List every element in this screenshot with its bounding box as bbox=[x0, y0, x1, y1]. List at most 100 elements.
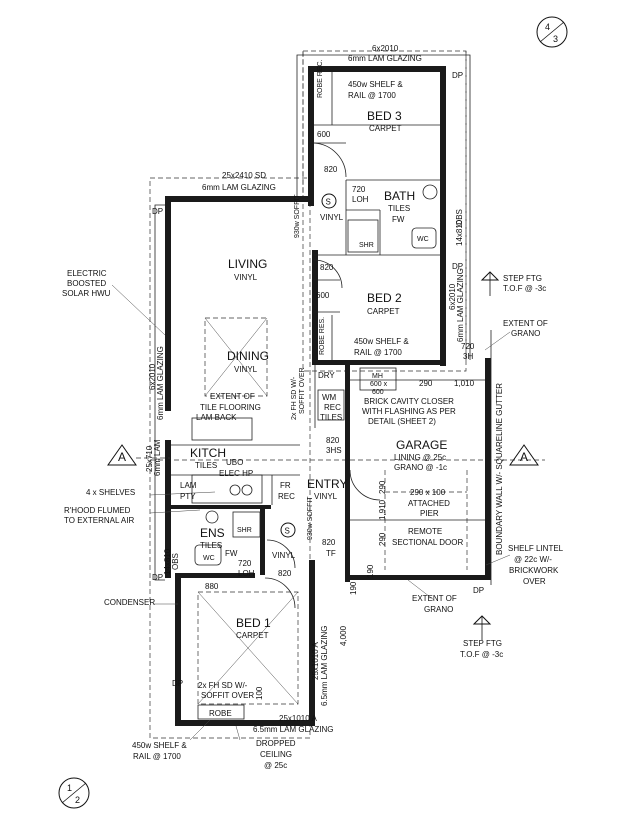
svg-text:OBS: OBS bbox=[455, 209, 464, 226]
svg-text:REC: REC bbox=[324, 403, 341, 412]
svg-text:R'HOOD FLUMED: R'HOOD FLUMED bbox=[64, 506, 131, 515]
bath-wc: WC bbox=[417, 236, 429, 243]
svg-text:3HS: 3HS bbox=[326, 446, 342, 455]
svg-text:FR: FR bbox=[280, 481, 291, 490]
svg-text:PTY: PTY bbox=[180, 492, 196, 501]
svg-text:1,910: 1,910 bbox=[378, 499, 387, 520]
svg-text:4 x SHELVES: 4 x SHELVES bbox=[86, 488, 135, 497]
sheet-ref-bottom: 1 2 bbox=[58, 777, 90, 809]
room-name-bed2: BED 2 bbox=[367, 291, 402, 305]
svg-text:STEP FTG: STEP FTG bbox=[463, 639, 502, 648]
svg-text:450w SHELF &: 450w SHELF & bbox=[132, 741, 187, 750]
svg-text:2x FH SD W/-: 2x FH SD W/- bbox=[198, 681, 248, 690]
svg-text:6mm LAM: 6mm LAM bbox=[153, 439, 162, 476]
svg-text:290: 290 bbox=[378, 480, 387, 494]
smoke-detector-icon: S bbox=[321, 193, 337, 209]
svg-text:LAM: LAM bbox=[180, 481, 197, 490]
svg-text:290: 290 bbox=[419, 379, 433, 388]
sheet-ref-top: 4 3 bbox=[536, 16, 568, 48]
svg-text:6mm LAM GLAZING: 6mm LAM GLAZING bbox=[202, 183, 276, 192]
svg-text:T.O.F @ -3c: T.O.F @ -3c bbox=[460, 650, 503, 659]
room-floor-entry: VINYL bbox=[314, 492, 338, 501]
section-marker-right: A bbox=[509, 444, 539, 466]
svg-text:14x810: 14x810 bbox=[455, 219, 464, 246]
room-name-entry: ENTRY bbox=[307, 477, 347, 491]
svg-text:ROBE REC.: ROBE REC. bbox=[317, 59, 324, 98]
leader-lines bbox=[111, 284, 511, 741]
svg-text:PIER: PIER bbox=[420, 509, 439, 518]
svg-text:1,010: 1,010 bbox=[454, 379, 475, 388]
slab-outline bbox=[154, 54, 492, 585]
room-name-bed1: BED 1 bbox=[236, 616, 271, 630]
svg-text:SOLAR HWU: SOLAR HWU bbox=[62, 289, 111, 298]
svg-text:TF: TF bbox=[326, 549, 336, 558]
svg-text:DP: DP bbox=[452, 262, 463, 271]
ens-shr: SHR bbox=[237, 527, 252, 534]
svg-text:ATTACHED: ATTACHED bbox=[408, 499, 450, 508]
svg-text:600 x: 600 x bbox=[370, 381, 388, 388]
svg-text:BRICK CAVITY CLOSER: BRICK CAVITY CLOSER bbox=[364, 397, 454, 406]
section-marker-left: A bbox=[107, 444, 170, 466]
svg-text:ROBE: ROBE bbox=[209, 709, 232, 718]
eave-lines bbox=[149, 50, 545, 739]
svg-text:GRANO: GRANO bbox=[424, 605, 453, 614]
svg-text:100: 100 bbox=[255, 686, 264, 700]
svg-text:600: 600 bbox=[372, 389, 384, 396]
room-name-kitch: KITCH bbox=[190, 446, 226, 460]
room-floor-bed3: CARPET bbox=[369, 124, 402, 133]
svg-text:6mm LAM GLAZING: 6mm LAM GLAZING bbox=[156, 346, 165, 420]
svg-text:S: S bbox=[285, 527, 290, 536]
svg-text:BOOSTED: BOOSTED bbox=[67, 279, 106, 288]
step-ftg-flag-top bbox=[480, 271, 500, 296]
svg-text:600: 600 bbox=[317, 130, 331, 139]
svg-text:ELEC HP: ELEC HP bbox=[219, 469, 253, 478]
svg-text:930w SOFFIT: 930w SOFFIT bbox=[294, 194, 301, 238]
svg-text:RAIL @ 1700: RAIL @ 1700 bbox=[354, 348, 402, 357]
svg-text:LOH: LOH bbox=[352, 195, 369, 204]
room-name-garage: GARAGE bbox=[396, 438, 447, 452]
svg-text:OVER: OVER bbox=[523, 577, 546, 586]
svg-text:EXTENT OF: EXTENT OF bbox=[503, 319, 548, 328]
garage-lining: LINING @ 25c bbox=[394, 453, 446, 462]
svg-text:RAIL @ 1700: RAIL @ 1700 bbox=[133, 752, 181, 761]
room-name-bath: BATH bbox=[384, 189, 415, 203]
svg-text:T.O.F @ -3c: T.O.F @ -3c bbox=[503, 284, 546, 293]
svg-text:WM: WM bbox=[322, 393, 337, 402]
room-floor-bed1: CARPET bbox=[236, 631, 269, 640]
svg-text:SHR: SHR bbox=[359, 242, 374, 249]
svg-text:TO EXTERNAL AIR: TO EXTERNAL AIR bbox=[64, 516, 134, 525]
svg-text:720: 720 bbox=[238, 559, 252, 568]
svg-text:CEILING: CEILING bbox=[260, 750, 292, 759]
svg-text:450w SHELF &: 450w SHELF & bbox=[348, 80, 403, 89]
svg-text:LOH: LOH bbox=[238, 569, 255, 578]
room-name-dining: DINING bbox=[227, 349, 269, 363]
room-floor-bath: TILES bbox=[388, 204, 410, 213]
svg-text:820: 820 bbox=[324, 165, 338, 174]
svg-text:TILE FLOORING: TILE FLOORING bbox=[200, 403, 261, 412]
garage-floor: GRANO @ -1c bbox=[394, 463, 447, 472]
ens-wc: WC bbox=[203, 555, 215, 562]
svg-text:SECTIONAL DOOR: SECTIONAL DOOR bbox=[392, 538, 463, 547]
svg-text:14x810: 14x810 bbox=[163, 548, 172, 575]
room-name-living: LIVING bbox=[228, 257, 267, 271]
svg-text:SOFFIT OVER: SOFFIT OVER bbox=[299, 367, 306, 414]
svg-text:DRY: DRY bbox=[318, 371, 335, 380]
svg-text:GRANO: GRANO bbox=[511, 329, 540, 338]
svg-text:6mm LAM GLAZING: 6mm LAM GLAZING bbox=[456, 268, 465, 342]
svg-text:25x710: 25x710 bbox=[145, 445, 154, 472]
step-ftg-flag-bottom bbox=[472, 615, 492, 640]
svg-text:SOFFIT OVER: SOFFIT OVER bbox=[201, 691, 254, 700]
room-floor-bed2: CARPET bbox=[367, 307, 400, 316]
svg-text:3H: 3H bbox=[463, 352, 473, 361]
svg-text:DP: DP bbox=[452, 71, 463, 80]
svg-text:@ 22c W/-: @ 22c W/- bbox=[514, 555, 552, 564]
svg-text:190: 190 bbox=[349, 581, 358, 595]
svg-text:4: 4 bbox=[545, 22, 550, 32]
svg-text:VINYL: VINYL bbox=[320, 213, 344, 222]
svg-text:REC: REC bbox=[278, 492, 295, 501]
svg-text:6x2010: 6x2010 bbox=[148, 363, 157, 390]
svg-text:720: 720 bbox=[461, 342, 475, 351]
svg-text:6x2010: 6x2010 bbox=[372, 44, 399, 53]
svg-text:A: A bbox=[520, 450, 528, 464]
